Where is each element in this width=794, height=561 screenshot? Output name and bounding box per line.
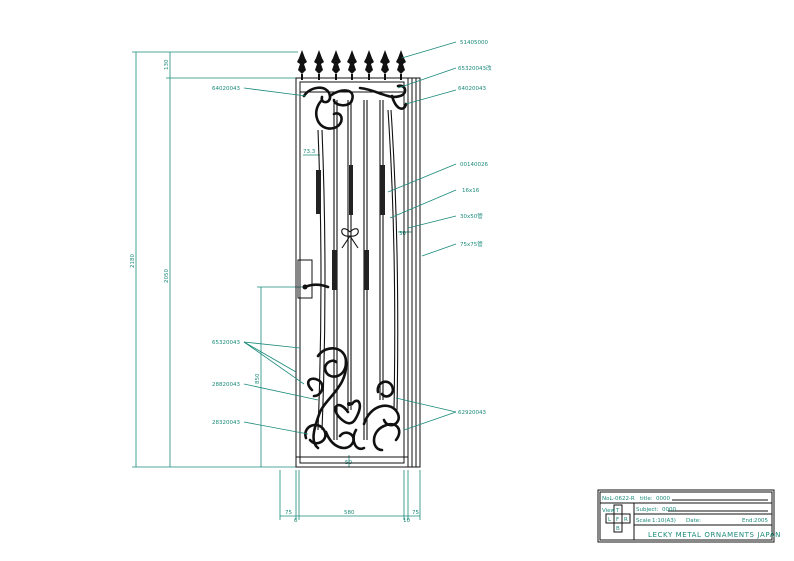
twisted-bar-segments	[316, 165, 385, 290]
callout-post-size: 75x75管	[460, 240, 483, 248]
dim-handle-height: 850	[255, 373, 261, 384]
callout-bar-size: 16x16	[462, 188, 480, 194]
dim-rail-gap: 30	[399, 231, 406, 237]
callout-top-left-scroll: 64020043	[212, 86, 240, 92]
dim-small-left: 6	[294, 518, 298, 524]
tb-view-b: B	[616, 526, 620, 532]
callout-twisted-bar: 00140026	[460, 162, 488, 168]
finial-icon	[331, 50, 341, 80]
tb-date-label: Date:	[686, 518, 701, 524]
finial-icon	[364, 50, 374, 80]
callout-right-scroll: 64020043	[458, 86, 486, 92]
callout-rail-size: 30x50管	[460, 212, 483, 220]
tb-view-label: View	[602, 508, 616, 514]
tb-view-l: L	[608, 517, 612, 523]
tb-drawing-no: L-0622-R	[610, 496, 635, 502]
tb-end-value: 2005	[754, 518, 768, 524]
gate-frame	[295, 77, 421, 468]
tb-view-f: F	[616, 517, 619, 523]
vertical-bars	[317, 100, 399, 440]
callout-finial: 51405000	[460, 40, 488, 46]
dim-width-left: 75	[285, 510, 292, 516]
finial-icon	[347, 50, 357, 80]
dim-top-height: 130	[164, 59, 170, 70]
tb-subject-value: 0000	[662, 507, 676, 513]
tb-subject-label: Subject:	[636, 507, 659, 513]
dim-width-main: 580	[344, 510, 355, 516]
tb-view-t: T	[615, 508, 620, 514]
title-block: No. L-0622-R title: 0000 View T L F R B …	[597, 489, 781, 543]
dimension-labels: 2180 130 2050 850 73.3 30 50 75 580 75 6…	[130, 59, 419, 524]
callout-left-scroll-group: 65320043	[212, 340, 240, 346]
tb-company: LECKY METAL ORNAMENTS JAPAN	[648, 531, 781, 539]
dim-small-right: 10	[403, 518, 410, 524]
callout-bottom-right-scroll: 62920043	[458, 410, 486, 416]
dim-spacing: 73.3	[303, 149, 316, 155]
finial-icon	[314, 50, 324, 80]
tb-no-label: No.	[602, 496, 611, 502]
tb-title-label: title:	[640, 496, 653, 502]
dimension-lines	[132, 51, 421, 520]
top-scrolls	[302, 84, 408, 130]
finials	[297, 50, 406, 80]
callout-leaders	[243, 41, 457, 435]
finial-icon	[380, 50, 390, 80]
bow-ornament	[341, 228, 359, 249]
bottom-scrolls	[304, 347, 401, 452]
finial-icon	[396, 50, 406, 80]
finial-icon	[297, 50, 307, 80]
tb-title-value: 0000	[656, 496, 670, 502]
dim-total-height: 2180	[130, 254, 136, 268]
callout-mid-left-scroll: 28820043	[212, 382, 240, 388]
callout-bottom-left-scroll: 28320043	[212, 420, 240, 426]
callout-labels: 51405000 65320043改 64020043 64020043 001…	[212, 40, 492, 426]
dim-width-right: 75	[412, 510, 419, 516]
callout-top-right-scroll: 65320043改	[458, 64, 492, 72]
lock-box	[297, 259, 330, 299]
tb-view-r: R	[624, 517, 628, 523]
tb-scale-label: Scale	[636, 518, 651, 524]
tb-end-label: End:	[742, 518, 754, 524]
dim-door-height: 2050	[164, 269, 170, 283]
tb-scale-value: 1:10(A3)	[652, 518, 676, 524]
